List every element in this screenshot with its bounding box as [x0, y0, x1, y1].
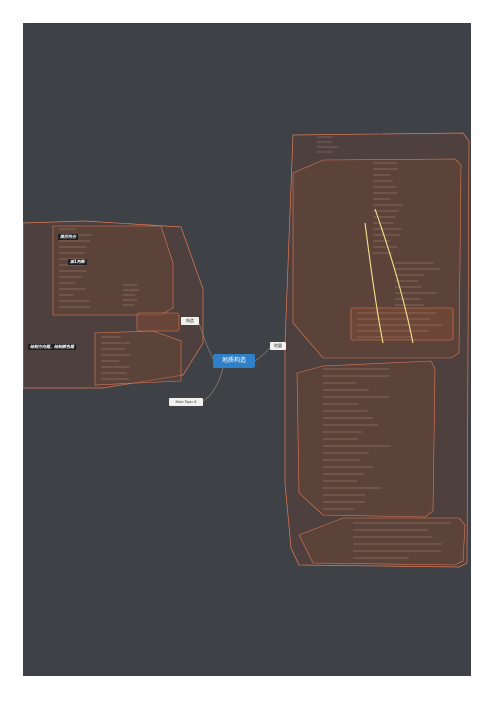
tag-c[interactable]: 绘制方向题，绘制颜色题: [28, 344, 76, 350]
mindmap-canvas[interactable]: 地质构造 地震 构造 Main Topic 6 简历符合 某1判断 绘制方向题，…: [23, 23, 471, 676]
highlight-arrow-1: [364, 222, 384, 344]
tag-a[interactable]: 简历符合: [58, 234, 78, 240]
central-topic[interactable]: 地质构造: [213, 354, 255, 368]
right-subregion-lower: [298, 517, 466, 566]
right-subregion-middle: [296, 360, 436, 518]
left-small-box: [136, 312, 180, 332]
connector-floating: [202, 367, 224, 402]
highlight-arrow-2: [374, 208, 414, 344]
left-subregion-upper: [52, 225, 174, 316]
right-highlight-box: [350, 307, 454, 341]
tag-b[interactable]: 某1判断: [68, 259, 87, 265]
connector-left: [198, 322, 214, 360]
branch-floating[interactable]: Main Topic 6: [169, 398, 203, 406]
branch-left[interactable]: 构造: [181, 317, 199, 325]
mindmap-diagram: [23, 132, 470, 568]
left-subregion-lower: [94, 330, 182, 386]
branch-right[interactable]: 地震: [270, 342, 286, 350]
